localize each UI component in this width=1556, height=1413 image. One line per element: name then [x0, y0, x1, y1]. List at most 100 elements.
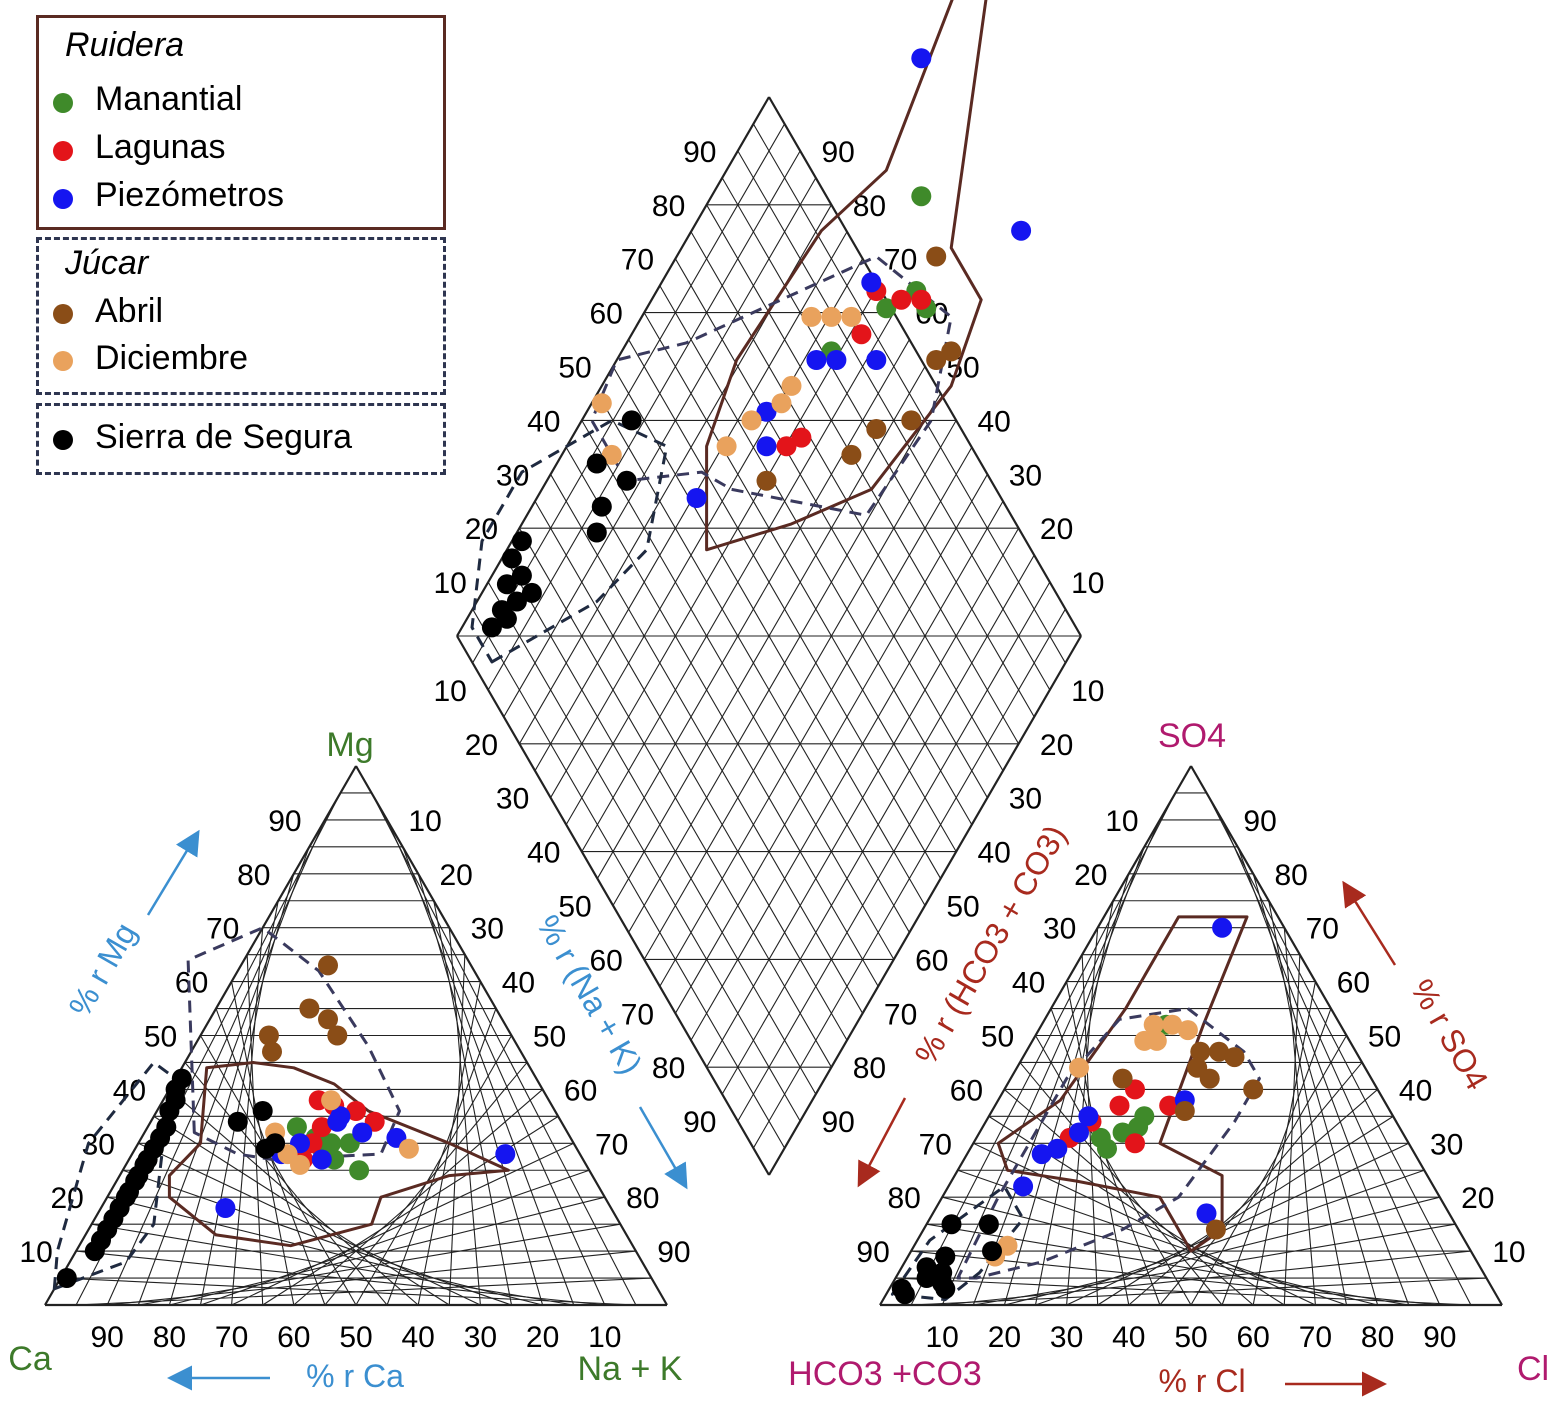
- anion-tick-hco3: 80: [888, 1182, 921, 1215]
- diamond-tick-ll: 10: [434, 675, 467, 708]
- diamond-point-manantial: [911, 186, 932, 207]
- anion-tick-hco3: 10: [1105, 805, 1138, 838]
- cation-grid-b: [386, 819, 606, 1306]
- anion-grid-b: [1221, 819, 1441, 1306]
- anion-apex-right: Cl: [1517, 1350, 1549, 1388]
- diamond-tick-lr: 90: [822, 1106, 855, 1139]
- diamond-point-sierra: [586, 522, 607, 543]
- cation-point-sierra: [255, 1138, 276, 1159]
- diamond-point-diciembre: [801, 306, 822, 327]
- cation-grid-a: [169, 1088, 419, 1306]
- diamond-point-diciembre: [601, 444, 622, 465]
- cation-point-diciembre: [398, 1138, 419, 1159]
- legend-label-abril: Abril: [95, 292, 164, 330]
- diamond-edge: [768, 96, 1082, 637]
- diamond-point-sierra: [496, 574, 517, 595]
- diamond-tick-lr: 20: [1040, 729, 1073, 762]
- anion-point-sierra: [941, 1214, 962, 1235]
- cation-point-piezometros: [327, 1111, 348, 1132]
- diamond-tick-ul: 10: [434, 567, 467, 600]
- cation-tick-mg: 90: [268, 805, 301, 838]
- anion-point-abril: [1224, 1047, 1245, 1068]
- anion-grid-a: [942, 1196, 1378, 1306]
- cation-tick-mg: 10: [19, 1236, 52, 1269]
- cation-point-abril: [262, 1041, 282, 1062]
- diamond-tick-ll: 70: [621, 998, 654, 1031]
- anion-point-abril: [1190, 1041, 1211, 1062]
- cation-point-sierra: [227, 1111, 248, 1132]
- anion-tick-so4: 20: [1461, 1182, 1494, 1215]
- legend-sierra-box: Sierra de Segura: [36, 403, 446, 475]
- anion-point-sierra: [894, 1284, 915, 1305]
- cation-tick-mg: 80: [237, 859, 270, 892]
- anion-tick-hco3: 90: [856, 1236, 889, 1269]
- diamond-grid-v: [690, 500, 1004, 1041]
- anion-tick-so4: 40: [1399, 1074, 1432, 1107]
- diamond-point-diciembre: [591, 393, 612, 414]
- anion-grid-a: [895, 1277, 1471, 1306]
- diamond-point-abril: [756, 470, 777, 491]
- diamond-tick-ur: 80: [853, 190, 886, 223]
- so4-axis-arrow: [1342, 880, 1397, 966]
- cation-tick-ca: 30: [464, 1321, 497, 1354]
- cation-point-piezometros: [352, 1122, 373, 1143]
- anion-tick-hco3: 50: [981, 1021, 1014, 1054]
- diamond-tick-ur: 30: [1009, 459, 1042, 492]
- diamond-point-piezometros: [861, 272, 882, 293]
- legend-label-manantial: Manantial: [95, 80, 243, 118]
- cation-tick-nak: 60: [564, 1074, 597, 1107]
- cation-grid-a: [138, 1142, 481, 1306]
- diamond-point-piezometros: [686, 488, 707, 508]
- diamond-point-sierra: [521, 582, 542, 603]
- anion-edge: [879, 765, 1192, 1306]
- cation-tick-ca: 60: [277, 1321, 310, 1354]
- cation-point-diciembre: [321, 1090, 342, 1111]
- diamond-point-sierra: [616, 470, 637, 491]
- diamond-tick-ul: 80: [652, 190, 685, 223]
- legend-dot-sierra: [53, 430, 73, 450]
- mg-axis-arrow: [146, 829, 200, 916]
- diamond-point-diciembre: [716, 436, 737, 457]
- anion-point-abril: [1112, 1068, 1133, 1089]
- anion-tick-cl: 40: [1112, 1321, 1145, 1354]
- diamond-tick-lr: 70: [884, 998, 917, 1031]
- cation-tick-ca: 10: [588, 1321, 621, 1354]
- anion-envelope-sierradesegura: [890, 1184, 1025, 1302]
- anion-axis-cl-title: % r Cl: [1158, 1363, 1245, 1399]
- legend-dot-diciembre: [53, 351, 73, 371]
- anion-point-piezometros: [1069, 1122, 1089, 1143]
- cation-tick-mg: 40: [113, 1074, 146, 1107]
- anion-tick-cl: 50: [1174, 1321, 1207, 1354]
- anion-apex-top: SO4: [1158, 717, 1226, 755]
- anion-point-piezometros: [1078, 1106, 1099, 1127]
- cation-point-lagunas: [346, 1101, 366, 1121]
- anion-point-diciembre: [1146, 1030, 1167, 1051]
- cation-grid-a: [60, 1277, 636, 1306]
- diamond-grid-v: [752, 608, 1066, 1149]
- cation-grid-b: [417, 873, 544, 1306]
- anion-tick-hco3: 20: [1074, 859, 1107, 892]
- diamond-point-piezometros: [756, 401, 777, 422]
- diamond-point-lagunas: [891, 289, 912, 310]
- anion-tick-cl: 60: [1237, 1321, 1270, 1354]
- cation-tick-ca: 20: [526, 1321, 559, 1354]
- anion-tick-hco3: 30: [1043, 913, 1076, 946]
- cation-tick-mg: 50: [144, 1021, 177, 1054]
- anion-point-diciembre: [1069, 1057, 1089, 1078]
- diamond-point-abril: [941, 341, 962, 362]
- anion-tick-cl: 10: [926, 1321, 959, 1354]
- anion-grid-b: [1268, 900, 1348, 1306]
- legend-label-lagunas: Lagunas: [95, 128, 226, 166]
- anion-point-sierra: [916, 1257, 937, 1278]
- cation-grid-a: [184, 1062, 388, 1306]
- anion-point-lagunas: [1109, 1095, 1130, 1116]
- anion-apex-left: HCO3 +CO3: [788, 1355, 982, 1393]
- anion-point-diciembre: [1177, 1020, 1198, 1041]
- diamond-tick-ul: 90: [683, 136, 716, 169]
- diamond-point-piezometros: [826, 350, 847, 370]
- diamond-point-sierra: [591, 496, 612, 517]
- diamond-point-sierra: [506, 591, 527, 612]
- cation-point-abril: [299, 998, 320, 1019]
- diamond-point-diciembre: [821, 306, 842, 327]
- diamond-tick-ll: 60: [590, 944, 623, 977]
